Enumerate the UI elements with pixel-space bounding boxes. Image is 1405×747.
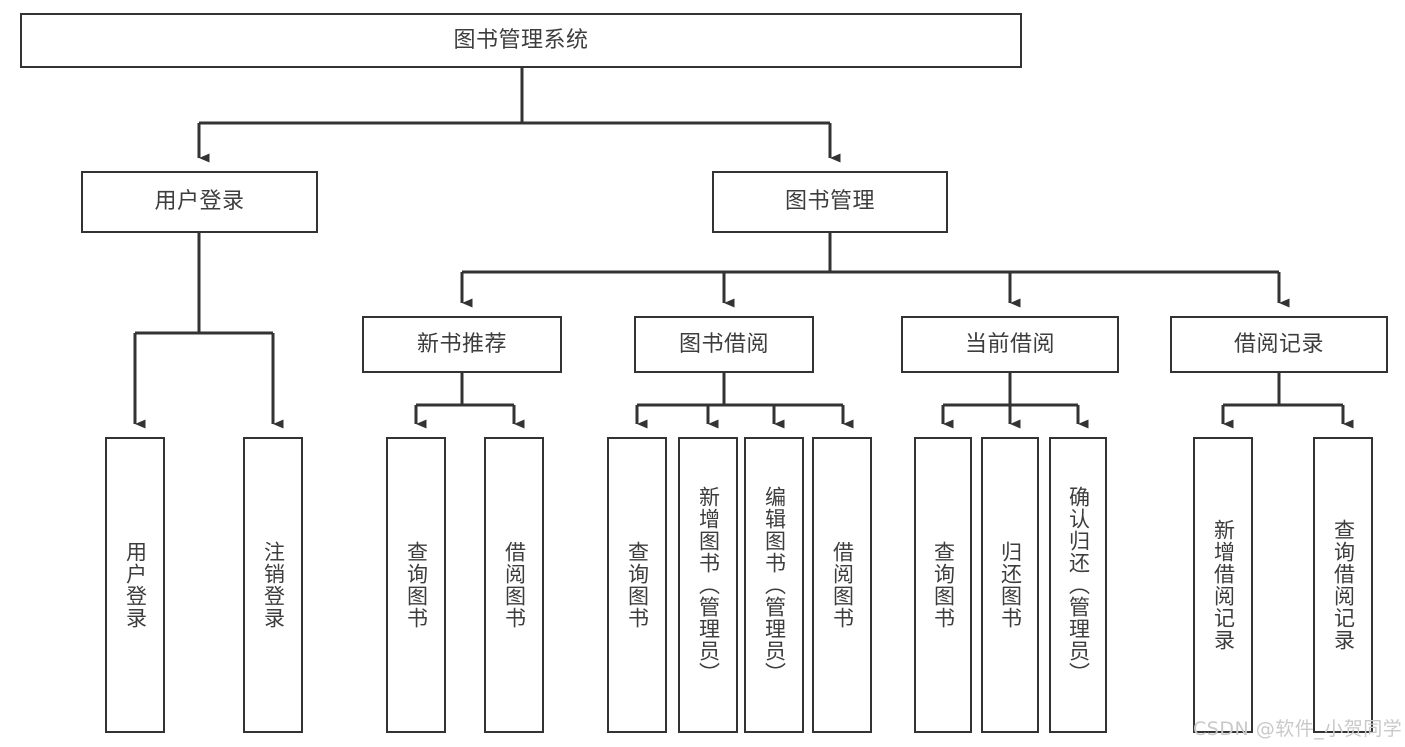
leaf-cb-query-book[interactable]: 查询图书 — [914, 437, 972, 733]
node-user-login[interactable]: 用户登录 — [81, 171, 318, 233]
node-borrow-record-label: 借阅记录 — [1233, 331, 1324, 357]
leaf-user-login-label: 用户登录 — [123, 541, 148, 629]
leaf-cb-return-book[interactable]: 归还图书 — [981, 437, 1039, 733]
node-current-borrow-label: 当前借阅 — [964, 331, 1055, 357]
node-book-borrow-label: 图书借阅 — [678, 331, 769, 357]
leaf-logout-label: 注销登录 — [261, 541, 286, 629]
leaf-nb-query-book[interactable]: 查询图书 — [386, 437, 446, 733]
leaf-br-add-record-label: 新增借阅记录 — [1211, 519, 1236, 651]
node-root-label: 图书管理系统 — [453, 27, 589, 53]
leaf-cb-return-book-label: 归还图书 — [998, 541, 1023, 629]
node-new-book-recommend-label: 新书推荐 — [416, 331, 507, 357]
leaf-bb-borrow-book-label: 借阅图书 — [830, 541, 855, 629]
csdn-watermark: CSDN @软件_小贺同学 — [1193, 718, 1403, 740]
leaf-bb-query-book-label: 查询图书 — [625, 541, 650, 629]
leaf-user-login[interactable]: 用户登录 — [105, 437, 165, 733]
leaf-cb-confirm-return-label: 确认归还（管理员） — [1066, 486, 1091, 684]
leaf-br-add-record[interactable]: 新增借阅记录 — [1193, 437, 1253, 733]
leaf-logout[interactable]: 注销登录 — [243, 437, 303, 733]
node-user-login-label: 用户登录 — [154, 189, 245, 215]
node-current-borrow[interactable]: 当前借阅 — [901, 316, 1119, 373]
leaf-bb-edit-book-label: 编辑图书（管理员） — [762, 486, 787, 684]
leaf-bb-borrow-book[interactable]: 借阅图书 — [812, 437, 872, 733]
leaf-br-query-record-label: 查询借阅记录 — [1331, 519, 1356, 651]
leaf-bb-add-book-label: 新增图书（管理员） — [696, 486, 721, 684]
leaf-cb-query-book-label: 查询图书 — [931, 541, 956, 629]
node-new-book-recommend[interactable]: 新书推荐 — [362, 316, 562, 373]
leaf-bb-query-book[interactable]: 查询图书 — [607, 437, 667, 733]
node-book-borrow[interactable]: 图书借阅 — [634, 316, 814, 373]
node-root[interactable]: 图书管理系统 — [20, 13, 1022, 68]
leaf-nb-borrow-book-label: 借阅图书 — [502, 541, 527, 629]
leaf-nb-borrow-book[interactable]: 借阅图书 — [484, 437, 544, 733]
leaf-cb-confirm-return[interactable]: 确认归还（管理员） — [1049, 437, 1107, 733]
leaf-bb-edit-book[interactable]: 编辑图书（管理员） — [744, 437, 804, 733]
node-borrow-record[interactable]: 借阅记录 — [1170, 316, 1388, 373]
node-book-manage-label: 图书管理 — [784, 189, 875, 215]
leaf-bb-add-book[interactable]: 新增图书（管理员） — [678, 437, 738, 733]
leaf-br-query-record[interactable]: 查询借阅记录 — [1313, 437, 1373, 733]
node-book-manage[interactable]: 图书管理 — [712, 171, 948, 233]
leaf-nb-query-book-label: 查询图书 — [404, 541, 429, 629]
